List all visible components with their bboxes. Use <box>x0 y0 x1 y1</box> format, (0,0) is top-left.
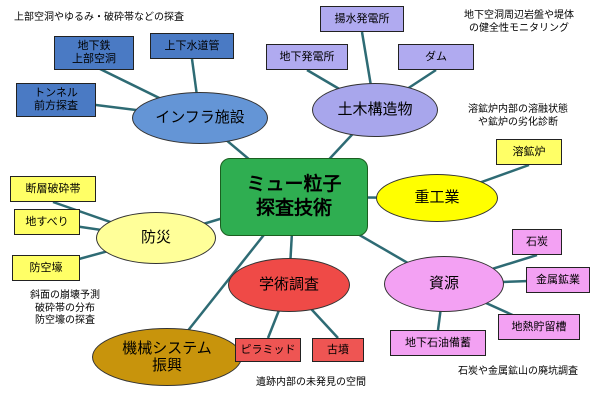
item-sekiyu: 地下石油備蓄 <box>390 330 486 356</box>
item-jisuberi: 地すべり <box>14 209 80 235</box>
item-tunnel: トンネル 前方探査 <box>16 83 96 117</box>
note-gakujutsu: 遺跡内部の未発見の空間 <box>256 377 366 388</box>
category-doboku: 土木構造物 <box>312 83 438 137</box>
item-chikatetsu: 地下鉄 上部空洞 <box>54 36 134 70</box>
item-pyramid: ピラミッド <box>235 338 301 362</box>
center-node: ミュー粒子 探査技術 <box>220 158 368 236</box>
category-infra: インフラ施設 <box>132 92 268 144</box>
note-doboku: 地下空洞周辺岩盤や堤体 の健全性モニタリング <box>464 10 574 34</box>
item-kofun: 古墳 <box>312 338 364 362</box>
item-kinzoku: 金属鉱業 <box>526 267 590 293</box>
note-bousai: 斜面の崩壊予測 破砕帯の分布 防空壕の探査 <box>30 290 100 326</box>
item-dam: ダム <box>398 44 474 70</box>
item-boukugou: 防空壕 <box>12 255 80 281</box>
item-dansou: 断層破砕帯 <box>10 176 96 202</box>
note-shigen: 石炭や金属鉱山の廃坑調査 <box>458 366 578 377</box>
item-yousui: 揚水発電所 <box>320 6 404 32</box>
category-gakujutsu: 学術調査 <box>228 258 350 312</box>
note-infra: 上部空洞やゆるみ・破砕帯などの探査 <box>14 12 184 23</box>
category-shigen: 資源 <box>384 256 504 312</box>
category-kikai: 機械システム 振興 <box>92 328 242 386</box>
category-heavy-industry: 重工業 <box>376 174 498 222</box>
item-chinetsu: 地熱貯留槽 <box>498 314 580 340</box>
item-chika-hatsuden: 地下発電所 <box>266 44 348 70</box>
item-youkouro: 溶鉱炉 <box>496 139 562 165</box>
category-bousai: 防災 <box>96 212 216 264</box>
item-jougesuido: 上下水道管 <box>150 33 234 59</box>
note-heavy: 溶鉱炉内部の溶融状態 や鉱炉の劣化診断 <box>468 104 568 128</box>
item-sekitan: 石炭 <box>512 229 562 255</box>
